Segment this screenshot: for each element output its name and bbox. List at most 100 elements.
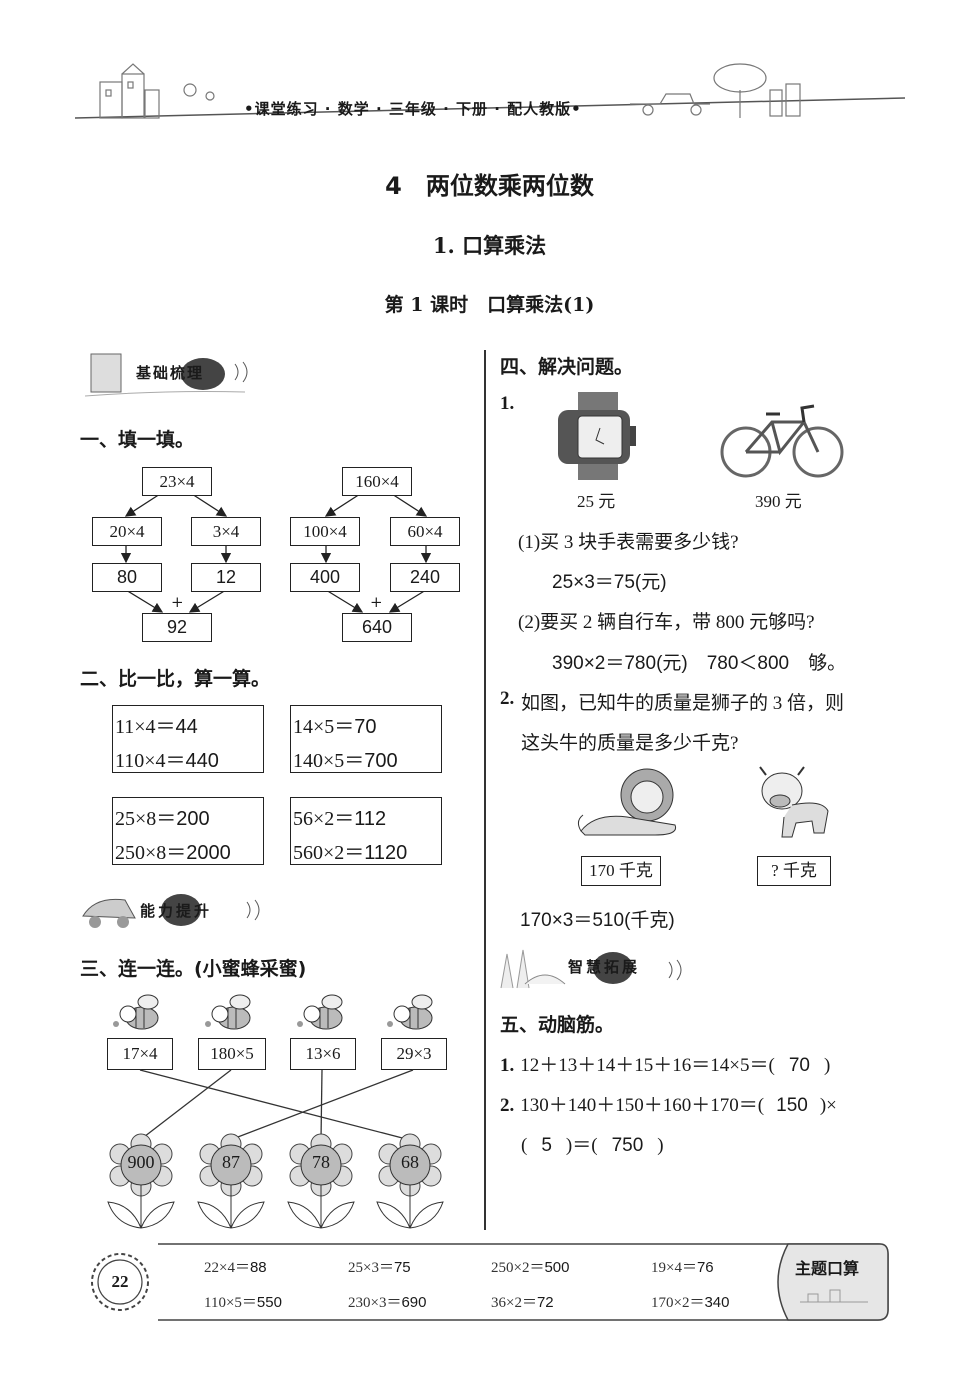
flower-4: 68	[375, 1130, 445, 1234]
footer-q: 25×3＝	[348, 1260, 394, 1276]
badge-ability-art	[82, 894, 260, 928]
tree-a-right: 3×4	[191, 517, 261, 546]
compare-q: 25×8＝	[115, 808, 177, 830]
q1-answer2: 390×2＝780(元) 780＜800 够。	[552, 653, 847, 674]
watch-icon	[558, 392, 636, 480]
tree-a-sum: 92	[142, 613, 212, 642]
lion-label: 170 千克	[581, 856, 661, 886]
column-divider	[484, 350, 486, 1230]
compare-box-2: 14×5＝70 140×5＝700	[290, 705, 442, 773]
compare-answer: 44	[175, 716, 198, 738]
watch-price: 25 元	[577, 492, 616, 511]
part5-q2-line2: (5)＝(750)	[521, 1130, 664, 1157]
footer-item: 230×3＝690	[348, 1291, 427, 1312]
flower-label: 78	[312, 1152, 330, 1172]
footer-item: 110×5＝550	[204, 1291, 282, 1312]
bee-icon	[205, 994, 251, 1030]
header-decoration	[74, 63, 906, 119]
flower-icon	[197, 1133, 265, 1229]
compare-q: 11×4＝	[115, 716, 176, 738]
compare-q: 140×5＝	[293, 750, 365, 772]
part5-q2: 2. 130＋140＋150＋160＋170＝(150)×	[500, 1090, 837, 1117]
q2-text-line2: 这头牛的质量是多少千克?	[521, 733, 739, 754]
badge-ability-label: 能力提升	[140, 902, 213, 920]
q1-sub1: (1)买 3 块手表需要多少钱?	[518, 532, 739, 553]
flower-icon	[376, 1133, 444, 1229]
footer-answer: 75	[393, 1259, 411, 1276]
footer-answer: 690	[401, 1294, 427, 1311]
part5-q1-close: )	[823, 1055, 831, 1076]
compare-box-4: 56×2＝112 560×2＝1120	[290, 797, 442, 865]
tree-a-left-value: 80	[92, 563, 162, 592]
compare-q: 14×5＝	[293, 716, 355, 738]
flower-2: 87	[196, 1130, 266, 1234]
compare-answer: 200	[176, 808, 210, 830]
part5-q1: 1. 12＋13＋14＋15＋16＝14×5＝(70)	[500, 1050, 830, 1077]
footer-item: 22×4＝88	[204, 1256, 267, 1277]
section-title: 1. 口算乘法	[432, 233, 547, 258]
compare-answer: 440	[185, 750, 219, 772]
footer-q: 22×4＝	[204, 1260, 250, 1276]
part5-q2-number: 2.	[500, 1095, 515, 1116]
flower-icon	[107, 1133, 175, 1229]
tree-a-left: 20×4	[92, 517, 162, 546]
bee-icon	[387, 994, 433, 1030]
flower-label: 87	[222, 1152, 240, 1172]
footer-answer: 340	[704, 1294, 730, 1311]
q2-text-line1: 如图，已知牛的质量是狮子的 3 倍，则	[521, 693, 845, 714]
compare-q: 110×4＝	[115, 750, 186, 772]
footer-tag: 主题口算	[795, 1259, 860, 1278]
badge-wisdom-label: 智慧拓展	[568, 958, 641, 976]
part5-q2-expression: 130＋140＋150＋160＋170＝(	[520, 1095, 765, 1116]
flower-label: 68	[401, 1152, 419, 1172]
part2-heading: 二、比一比，算一算。	[80, 668, 271, 690]
compare-answer: 112	[354, 808, 387, 830]
footer-q: 230×3＝	[348, 1295, 402, 1311]
page-number: 22	[111, 1272, 129, 1291]
footer-q: 36×2＝	[491, 1295, 537, 1311]
bike-price: 390 元	[755, 492, 802, 511]
part1-heading: 一、填一填。	[80, 429, 195, 451]
match-lines	[139, 1069, 414, 1141]
badge-basic-art	[85, 353, 248, 397]
part5-heading: 五、动脑筋。	[500, 1014, 615, 1036]
compare-q: 250×8＝	[115, 842, 187, 864]
compare-answer: 2000	[186, 842, 231, 864]
tree-b-left-value: 400	[290, 563, 360, 592]
badge-wisdom-art	[500, 949, 682, 989]
q1-sub2: (2)要买 2 辆自行车，带 800 元够吗?	[518, 612, 815, 633]
compare-answer: 1120	[364, 842, 408, 864]
footer-q: 19×4＝	[651, 1260, 697, 1276]
part5-q1-expression: 12＋13＋14＋15＋16＝14×5＝(	[520, 1055, 775, 1076]
bee-icon	[113, 994, 159, 1030]
compare-answer: 700	[364, 750, 398, 772]
compare-box-3: 25×8＝200 250×8＝2000	[112, 797, 264, 865]
bee-label-2: 180×5	[198, 1038, 266, 1070]
tree-arrows	[120, 493, 432, 613]
footer-frame	[91, 1243, 889, 1321]
tree-a-plus: +	[171, 593, 184, 611]
compare-box-1: 11×4＝44 110×4＝440	[112, 705, 264, 773]
compare-q: 560×2＝	[293, 842, 365, 864]
footer-answer: 500	[544, 1259, 570, 1276]
q1-number: 1.	[500, 393, 515, 414]
part4-heading: 四、解决问题。	[500, 356, 634, 378]
flower-label: 900	[127, 1152, 155, 1172]
badge-basic-label: 基础梳理	[136, 364, 205, 382]
part5-q2-close: )	[657, 1135, 664, 1156]
flower-3: 78	[286, 1130, 356, 1234]
lesson-title: 第 1 课时 口算乘法(1)	[384, 294, 595, 316]
cow-icon	[759, 766, 829, 838]
footer-q: 110×5＝	[204, 1295, 257, 1311]
bee-icon	[297, 994, 343, 1030]
part5-q2-answer1: 150	[776, 1095, 808, 1116]
tree-b-sum: 640	[342, 613, 412, 642]
q1-answer1: 25×3＝75(元)	[552, 572, 667, 593]
part5-q2-answer3: 750	[611, 1135, 644, 1156]
tree-a-top: 23×4	[142, 467, 212, 496]
bee-label-4: 29×3	[381, 1038, 447, 1070]
tree-a-right-value: 12	[191, 563, 261, 592]
lion-icon	[577, 768, 677, 836]
tree-b-right-value: 240	[390, 563, 460, 592]
footer-answer: 76	[696, 1259, 714, 1276]
